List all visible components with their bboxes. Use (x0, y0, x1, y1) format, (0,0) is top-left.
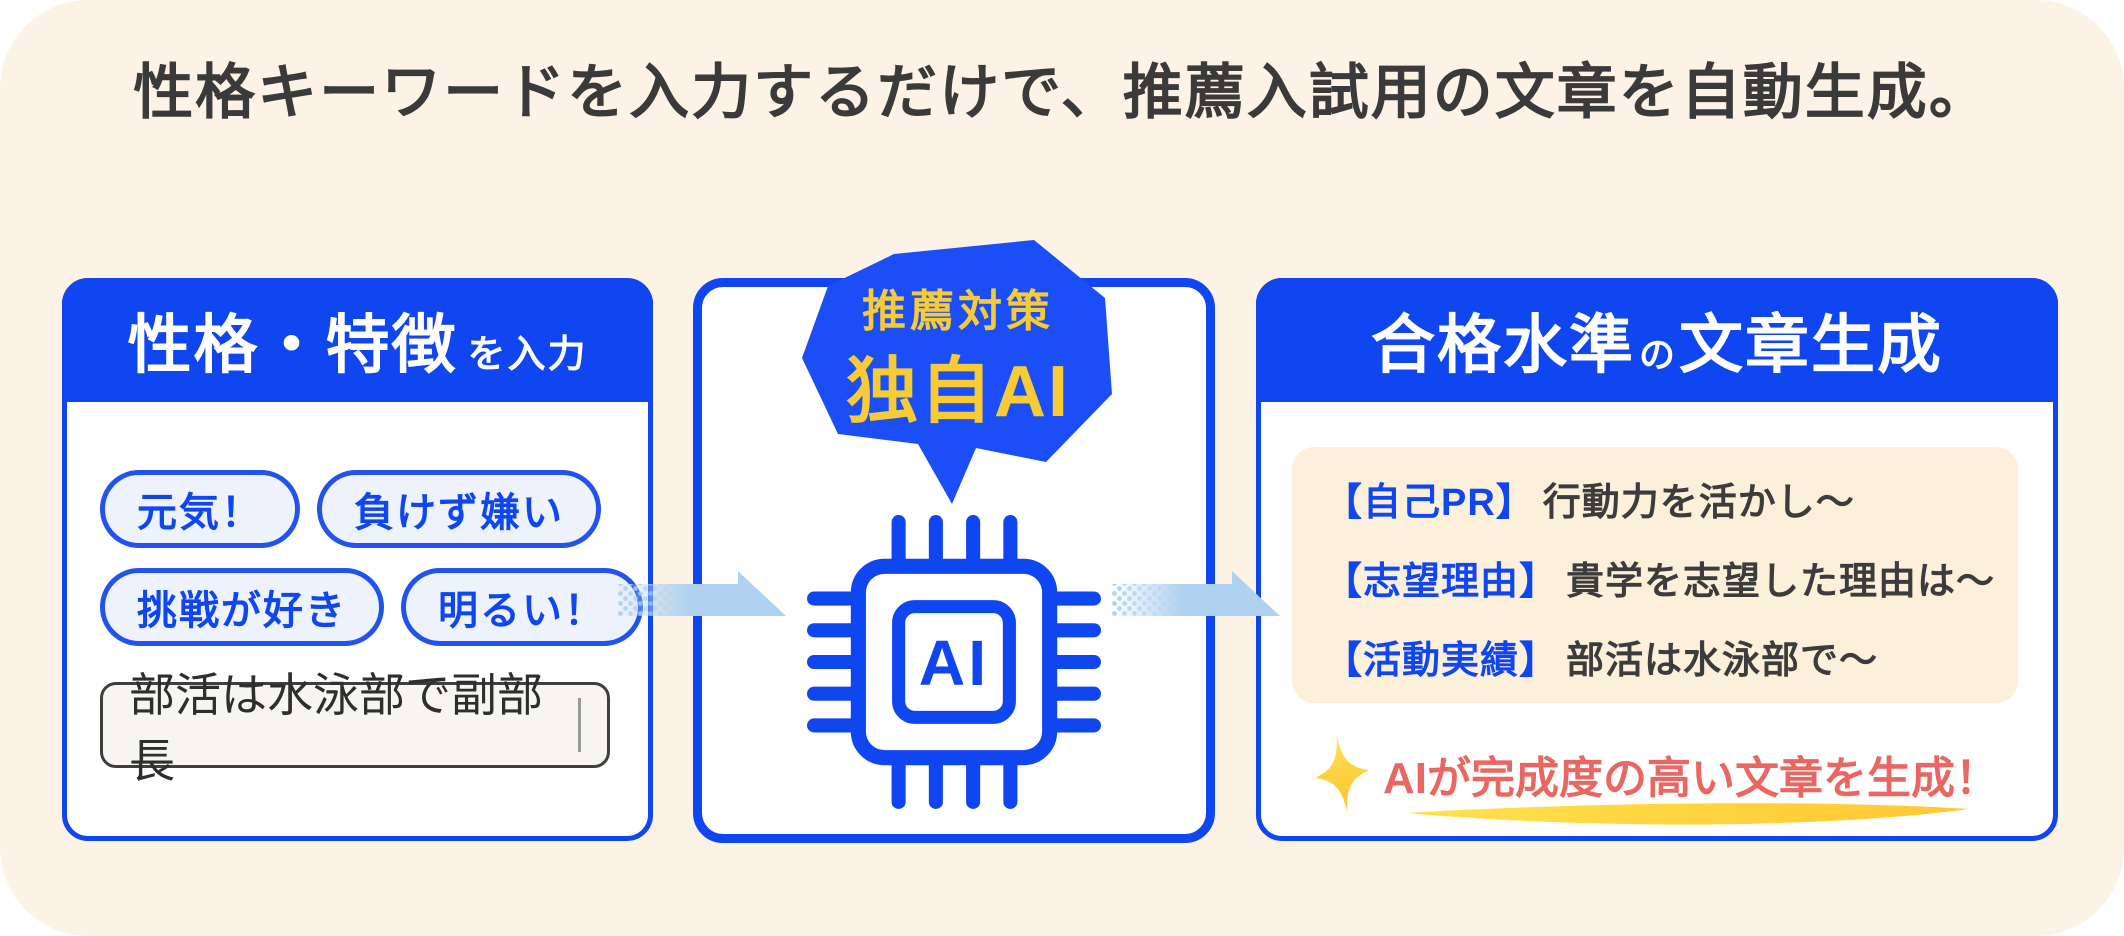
result-label: 【志望理由】 (1324, 561, 1559, 603)
result-text: 部活は水泳部で〜 (1566, 640, 1879, 682)
sparkle-icon (1315, 735, 1369, 813)
result-panel-title: 合格水準 の 文章生成 (1371, 294, 1943, 386)
ai-chip-icon: AI (807, 515, 1101, 809)
input-panel-title: 性格・特徴 を入力 (127, 294, 587, 386)
result-panel-title-sub: 文章生成 (1679, 309, 1943, 381)
tag-pill-chousen: 挑戦が好き (100, 568, 384, 646)
result-panel-header: 合格水準 の 文章生成 (1256, 278, 2058, 402)
tag-pill-akarui: 明るい！ (401, 568, 643, 646)
result-text: 行動力を活かし〜 (1542, 482, 1855, 524)
input-panel: 性格・特徴 を入力 元気！ 負けず嫌い 挑戦が好き 明るい！ 部活は水泳部で副部… (62, 278, 653, 841)
tag-row-2: 挑戦が好き 明るい！ (100, 568, 643, 646)
headline: 性格キーワードを入力するだけで、推薦入試用の文章を自動生成。 (133, 59, 1991, 126)
speech-bubble-shape (802, 240, 1112, 504)
result-line-activity: 【活動実績】 部活は水泳部で〜 (1324, 617, 2018, 696)
result-footer: AIが完成度の高い文章を生成！ (1287, 729, 2027, 819)
tag-pill-genki: 元気！ (100, 470, 300, 548)
result-panel-title-main: 合格水準 (1370, 309, 1635, 381)
input-panel-title-main: 性格・特徴 (127, 309, 458, 381)
result-label: 【活動実績】 (1324, 640, 1559, 682)
tag-pill-makezugirai: 負けず嫌い (317, 470, 601, 548)
result-text: 貴学を志望した理由は〜 (1566, 561, 1996, 603)
result-line-self-pr: 【自己PR】 行動力を活かし〜 (1324, 459, 2018, 538)
input-panel-header: 性格・特徴 を入力 (62, 278, 653, 402)
input-panel-title-suffix: を入力 (467, 334, 588, 376)
free-text-input[interactable]: 部活は水泳部で副部長 (100, 669, 610, 787)
free-text-input-value: 部活は水泳部で副部長 (129, 669, 543, 787)
result-panel-title-particle: の (1638, 334, 1675, 375)
result-footer-text: AIが完成度の高い文章を生成！ (1383, 754, 1999, 803)
ai-speech-bubble: 推薦対策 独自AI (802, 240, 1112, 504)
speech-bubble-line2: 独自AI (846, 352, 1070, 432)
chip-label: AI (919, 627, 989, 699)
result-panel: 合格水準 の 文章生成 【自己PR】 行動力を活かし〜 【志望理由】 貴学を志望… (1256, 278, 2058, 841)
flow-arrow-left-icon (618, 571, 786, 616)
text-caret (578, 698, 581, 752)
result-box: 【自己PR】 行動力を活かし〜 【志望理由】 貴学を志望した理由は〜 【活動実績… (1292, 447, 2018, 703)
swoosh-underline-icon (1407, 803, 1969, 825)
result-label: 【自己PR】 (1324, 482, 1535, 524)
flow-arrow-right-icon (1112, 571, 1280, 616)
speech-bubble-line1: 推薦対策 (862, 287, 1054, 336)
tag-row-1: 元気！ 負けず嫌い (100, 470, 601, 548)
result-line-motivation: 【志望理由】 貴学を志望した理由は〜 (1324, 538, 2018, 617)
